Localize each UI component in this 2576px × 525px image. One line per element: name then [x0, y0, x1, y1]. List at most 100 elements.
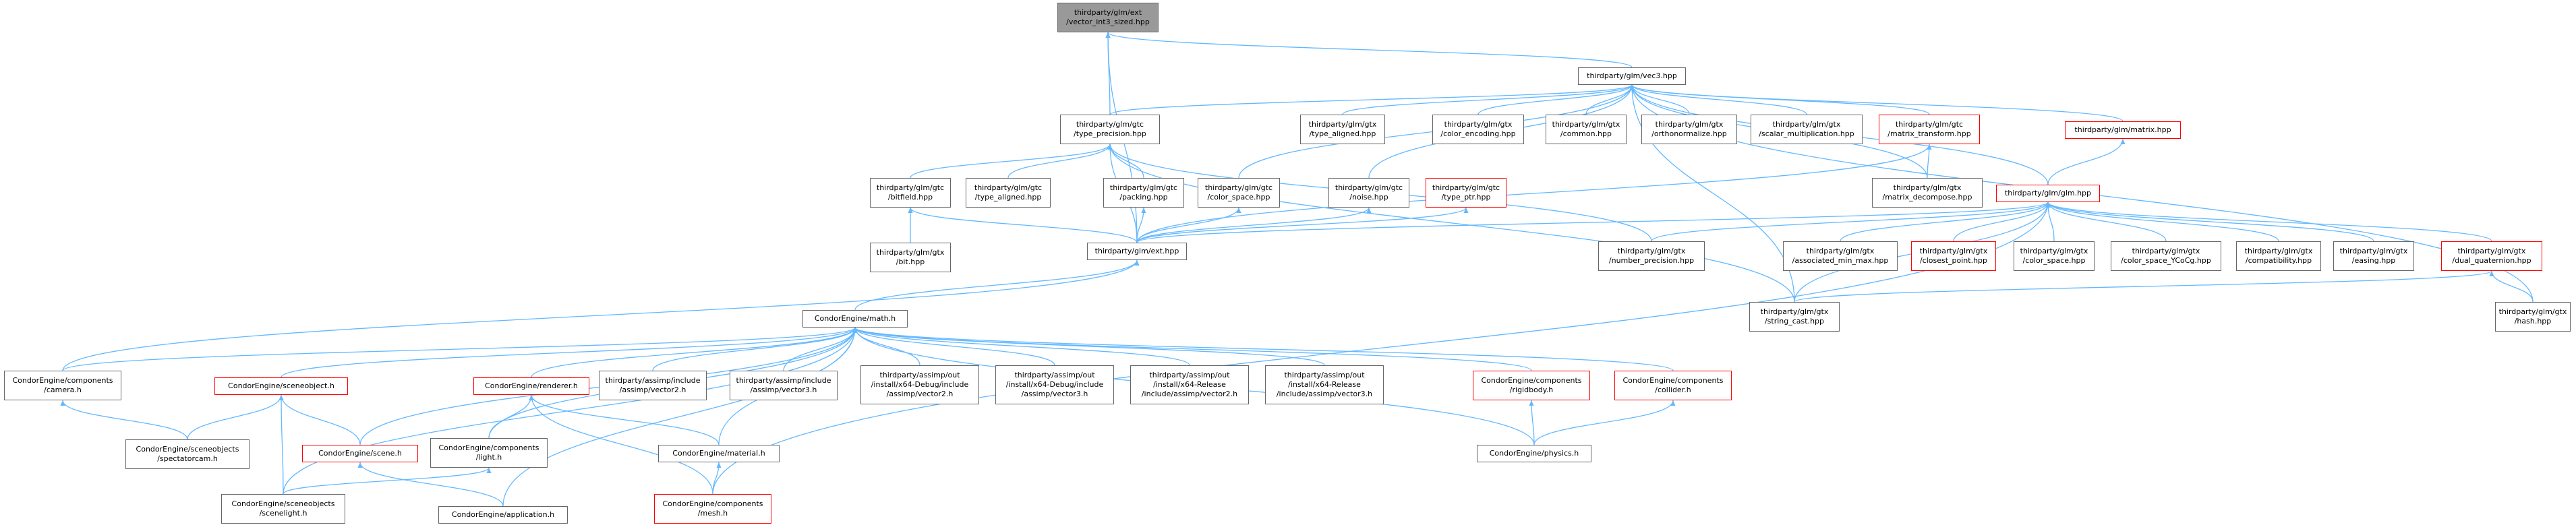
node-material-h[interactable]: CondorEngine/material.h	[658, 445, 780, 462]
node-assimp-debug-vector3-h[interactable]: thirdparty/assimp/out /install/x64-Debug…	[995, 365, 1114, 404]
edge-camera-to-math	[62, 327, 858, 371]
edge-a_rel_vector2-to-math	[852, 327, 1190, 366]
edge-ext-to-glm	[1136, 202, 2051, 243]
node-compatibility-hpp[interactable]: thirdparty/glm/gtx /compatibility.hpp	[2236, 241, 2321, 271]
node-scene-h[interactable]: CondorEngine/scene.h	[302, 445, 418, 462]
node-application-h[interactable]: CondorEngine/application.h	[438, 506, 568, 524]
node-label: CondorEngine/math.h	[814, 314, 896, 323]
edge-associated_min_max-to-glm	[1840, 202, 2051, 242]
node-type-precision-hpp[interactable]: thirdparty/glm/gtc /type_precision.hpp	[1060, 115, 1160, 144]
node-label: thirdparty/glm/ext /vector_int3_sized.hp…	[1066, 8, 1150, 26]
node-assimp-include-vector3-h[interactable]: thirdparty/assimp/include /assimp/vector…	[730, 371, 838, 400]
node-label: thirdparty/assimp/out /install/x64-Debug…	[871, 371, 969, 398]
node-orthonormalize-hpp[interactable]: thirdparty/glm/gtx /orthonormalize.hpp	[1641, 115, 1737, 144]
node-gtx-color-space-hpp[interactable]: thirdparty/glm/gtx /color_space.hpp	[2014, 241, 2095, 271]
node-label: thirdparty/glm/gtx /common.hpp	[1552, 120, 1620, 138]
node-bit-hpp[interactable]: thirdparty/glm/gtx /bit.hpp	[870, 243, 951, 272]
edge-type_aligned_gtc-to-type_precision	[1007, 144, 1113, 179]
node-label: thirdparty/glm/gtc /type_aligned.hpp	[974, 183, 1043, 202]
node-gtx-type-aligned-hpp[interactable]: thirdparty/glm/gtx /type_aligned.hpp	[1300, 115, 1385, 144]
node-spectatorcam-h[interactable]: CondorEngine/sceneobjects /spectatorcam.…	[125, 439, 250, 469]
edge-a_vector3-to-math	[783, 327, 858, 371]
node-glm-hpp[interactable]: thirdparty/glm/glm.hpp	[1996, 185, 2100, 202]
edge-a_dbg_vector3-to-math	[852, 327, 1055, 366]
node-collider-h[interactable]: CondorEngine/components /collider.h	[1614, 371, 1732, 400]
node-camera-h[interactable]: CondorEngine/components /camera.h	[4, 371, 121, 400]
node-gtc-color-space-hpp[interactable]: thirdparty/glm/gtc /color_space.hpp	[1198, 178, 1280, 208]
node-label: CondorEngine/sceneobjects /scenelight.h	[231, 499, 335, 518]
node-label: CondorEngine/application.h	[451, 510, 555, 519]
node-closest-point-hpp[interactable]: thirdparty/glm/gtx /closest_point.hpp	[1911, 241, 1996, 271]
edge-math-to-ext	[854, 259, 1140, 311]
node-scalar-multiplication-hpp[interactable]: thirdparty/glm/gtx /scalar_multiplicatio…	[1751, 115, 1863, 144]
edge-physics-to-collider	[1533, 400, 1676, 445]
node-physics-h[interactable]: CondorEngine/physics.h	[1477, 445, 1591, 462]
node-hash-hpp[interactable]: thirdparty/glm/gtx /hash.hpp	[2495, 302, 2571, 332]
node-vec3-hpp[interactable]: thirdparty/glm/vec3.hpp	[1578, 67, 1686, 85]
edge-compatibility-to-glm	[2045, 202, 2279, 242]
edge-a_vector2-to-math	[652, 327, 858, 371]
node-math-h[interactable]: CondorEngine/math.h	[802, 310, 908, 328]
edge-glm-to-matrix	[2047, 138, 2126, 185]
node-matrix-transform-hpp[interactable]: thirdparty/glm/gtc /matrix_transform.hpp	[1879, 115, 1980, 144]
edge-ext-to-matrix_transform	[1136, 144, 1932, 243]
edge-closest_point-to-glm	[1953, 202, 2051, 242]
node-number-precision-hpp[interactable]: thirdparty/glm/gtx /number_precision.hpp	[1598, 241, 1705, 271]
node-assimp-debug-vector2-h[interactable]: thirdparty/assimp/out /install/x64-Debug…	[860, 365, 979, 404]
node-label: CondorEngine/components /camera.h	[12, 376, 113, 394]
edge-easing-to-glm	[2045, 202, 2374, 242]
node-label: thirdparty/glm/gtx /color_encoding.hpp	[1440, 120, 1516, 138]
node-type-ptr-hpp[interactable]: thirdparty/glm/gtc /type_ptr.hpp	[1426, 178, 1506, 208]
edge-string_cast-to-dual_quaternion	[1794, 270, 2494, 303]
node-label: thirdparty/assimp/out /install/x64-Relea…	[1141, 371, 1238, 398]
node-packing-hpp[interactable]: thirdparty/glm/gtc /packing.hpp	[1103, 178, 1184, 208]
node-matrix-hpp[interactable]: thirdparty/glm/matrix.hpp	[2065, 121, 2181, 139]
node-label: CondorEngine/scene.h	[318, 449, 402, 458]
node-color-encoding-hpp[interactable]: thirdparty/glm/gtx /color_encoding.hpp	[1432, 115, 1524, 144]
node-label: thirdparty/glm/gtc /matrix_transform.hpp	[1887, 120, 1971, 138]
node-vector-int3-sized-hpp[interactable]: thirdparty/glm/ext /vector_int3_sized.hp…	[1057, 3, 1159, 32]
edge-color_encoding-to-vec3	[1477, 84, 1635, 115]
node-noise-hpp[interactable]: thirdparty/glm/gtc /noise.hpp	[1328, 178, 1409, 208]
node-assimp-release-vector2-h[interactable]: thirdparty/assimp/out /install/x64-Relea…	[1130, 365, 1249, 404]
node-rigidbody-h[interactable]: CondorEngine/components /rigidbody.h	[1473, 371, 1590, 400]
node-color-space-ycocg-hpp[interactable]: thirdparty/glm/gtx /color_space_YCoCg.hp…	[2111, 241, 2221, 271]
node-label: thirdparty/glm/gtx /string_cast.hpp	[1760, 307, 1829, 326]
node-label: CondorEngine/material.h	[672, 449, 765, 458]
node-label: thirdparty/glm/gtx /closest_point.hpp	[1919, 247, 1988, 265]
node-sceneobject-h[interactable]: CondorEngine/sceneobject.h	[214, 377, 348, 395]
edge-string_cast-to-type_precision	[1107, 144, 1795, 303]
node-renderer-h[interactable]: CondorEngine/renderer.h	[473, 377, 589, 395]
edge-mesh-to-renderer	[529, 394, 713, 495]
node-label: thirdparty/glm/gtx /matrix_decompose.hpp	[1882, 183, 1972, 202]
node-assimp-include-vector2-h[interactable]: thirdparty/assimp/include /assimp/vector…	[599, 371, 707, 400]
edge-renderer-to-math	[531, 327, 858, 378]
node-ext-hpp[interactable]: thirdparty/glm/ext.hpp	[1087, 243, 1187, 260]
node-dual-quaternion-hpp[interactable]: thirdparty/glm/gtx /dual_quaternion.hpp	[2441, 241, 2542, 271]
edge-scene-to-sceneobject	[279, 394, 361, 445]
edge-ext-to-bitfield	[908, 207, 1138, 243]
node-label: thirdparty/glm/vec3.hpp	[1587, 71, 1677, 80]
node-label: thirdparty/glm/gtx /color_space_YCoCg.hp…	[2121, 247, 2211, 265]
edge-ext-to-packing	[1136, 207, 1146, 243]
edge-scalar_mult-to-vec3	[1629, 84, 1807, 115]
node-gtc-type-aligned-hpp[interactable]: thirdparty/glm/gtc /type_aligned.hpp	[966, 178, 1051, 208]
node-label: CondorEngine/sceneobjects /spectatorcam.…	[136, 445, 239, 463]
node-gtx-common-hpp[interactable]: thirdparty/glm/gtx /common.hpp	[1546, 115, 1627, 144]
node-matrix-decompose-hpp[interactable]: thirdparty/glm/gtx /matrix_decompose.hpp	[1872, 178, 1983, 208]
node-mesh-h[interactable]: CondorEngine/components /mesh.h	[654, 494, 771, 524]
node-string-cast-hpp[interactable]: thirdparty/glm/gtx /string_cast.hpp	[1749, 302, 1840, 332]
node-scenelight-h[interactable]: CondorEngine/sceneobjects /scenelight.h	[221, 494, 345, 524]
node-label: thirdparty/glm/gtx /compatibility.hpp	[2244, 247, 2313, 265]
node-label: thirdparty/glm/gtx /associated_min_max.h…	[1792, 247, 1889, 265]
node-associated-min-max-hpp[interactable]: thirdparty/glm/gtx /associated_min_max.h…	[1783, 241, 1898, 271]
edge-material-to-renderer	[529, 394, 720, 445]
edge-matrix-to-vec3	[1629, 84, 2124, 122]
edge-scenelight-to-sceneobject	[279, 394, 284, 495]
node-light-h[interactable]: CondorEngine/components /light.h	[430, 438, 548, 468]
edge-rigidbody-to-math	[852, 327, 1532, 371]
node-bitfield-hpp[interactable]: thirdparty/glm/gtc /bitfield.hpp	[870, 178, 951, 208]
node-assimp-release-vector3-h[interactable]: thirdparty/assimp/out /install/x64-Relea…	[1265, 365, 1384, 404]
node-easing-hpp[interactable]: thirdparty/glm/gtx /easing.hpp	[2333, 241, 2414, 271]
edge-dual_quaternion-to-glm	[2045, 202, 2492, 242]
